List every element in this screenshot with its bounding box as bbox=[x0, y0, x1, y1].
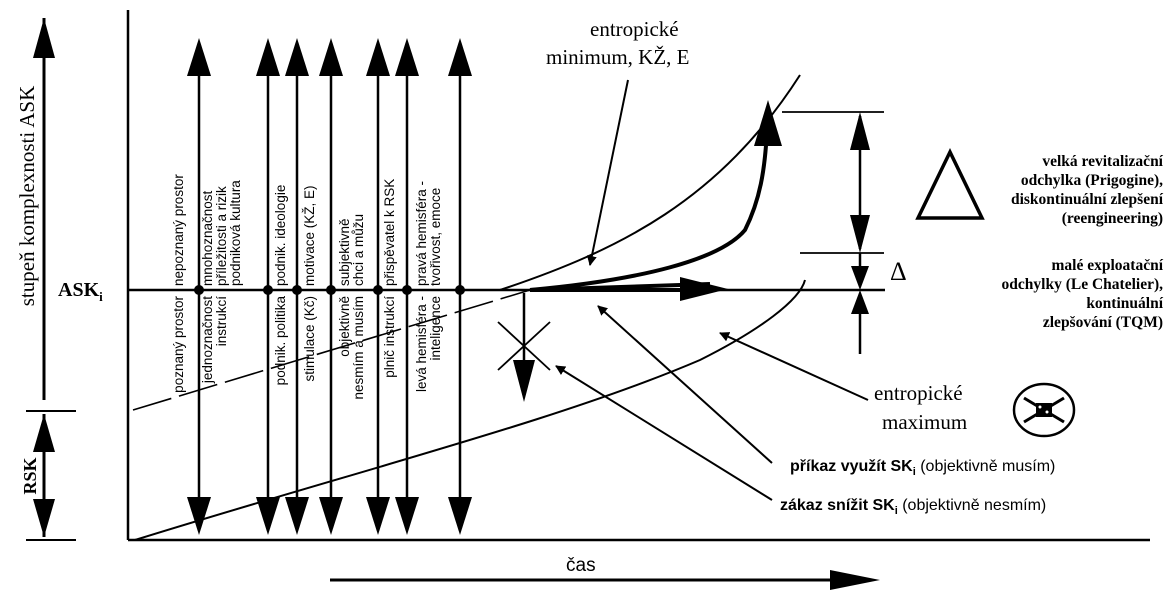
upper-curve-entropic-minimum bbox=[499, 74, 801, 291]
small-deviation-line-1: malé exploatační bbox=[1052, 257, 1164, 274]
vertical-arrowhead-up bbox=[395, 38, 419, 76]
vertical-label-upper: nepoznaný prostor bbox=[171, 174, 186, 286]
entropic-min-pointer bbox=[586, 79, 629, 266]
vertical-double-arrow bbox=[366, 38, 390, 535]
vertical-double-arrow bbox=[395, 38, 419, 535]
vertical-arrowhead-up bbox=[285, 38, 309, 76]
vertical-arrowhead-down bbox=[256, 497, 280, 535]
vertical-label-lower: stimulace (Kč) bbox=[302, 296, 317, 382]
vertical-label-lower: instrukcí bbox=[214, 296, 229, 347]
vertical-arrowhead-down bbox=[395, 497, 419, 535]
entropic-min-line1: entropické bbox=[590, 17, 679, 41]
vertical-arrows bbox=[187, 38, 472, 535]
aski-label: ASKi bbox=[58, 279, 103, 304]
intersection-dot bbox=[326, 285, 336, 295]
big-deviation-text: velká revitalizační odchylka (Prigogine)… bbox=[1011, 153, 1164, 227]
vertical-label-upper: podnik. ideologie bbox=[273, 185, 288, 286]
big-dev-arrowhead-down bbox=[850, 215, 870, 253]
vertical-double-arrow bbox=[319, 38, 343, 535]
small-delta-icon: Δ bbox=[890, 257, 907, 286]
vertical-label-lower: levá hemisféra - bbox=[414, 296, 429, 392]
vertical-arrowhead-up bbox=[448, 38, 472, 76]
forbidden-cross-b bbox=[497, 321, 551, 371]
ban-text: zákaz snížit SKi (objektivně nesmím) bbox=[780, 497, 1046, 517]
entropy-max-symbol-icon bbox=[1012, 382, 1076, 438]
intersection-dot bbox=[263, 285, 273, 295]
vertical-label-upper: podniková kultura bbox=[228, 180, 243, 286]
intersection-dot bbox=[455, 285, 465, 295]
vertical-double-arrow bbox=[285, 38, 309, 535]
ban-pointer bbox=[555, 365, 773, 501]
vertical-arrowhead-up bbox=[187, 38, 211, 76]
small-deviation-line-3: kontinuální bbox=[1086, 295, 1163, 312]
entropic-max-line1: entropické bbox=[874, 381, 963, 405]
intersection-dot bbox=[194, 285, 204, 295]
vertical-arrowhead-down bbox=[285, 497, 309, 535]
big-deviation-line-1: velká revitalizační bbox=[1042, 153, 1163, 170]
vertical-arrowhead-down bbox=[319, 497, 343, 535]
exploitation-arrowhead bbox=[680, 277, 728, 301]
revitalization-arrowhead bbox=[754, 100, 782, 146]
big-delta-icon bbox=[915, 147, 985, 220]
small-dev-arrowhead-down bbox=[851, 266, 869, 290]
vertical-label-upper: subjektivně bbox=[337, 218, 352, 286]
vertical-arrowhead-up bbox=[319, 38, 343, 76]
intersection-dot bbox=[373, 285, 383, 295]
command-pointer bbox=[597, 305, 773, 464]
big-deviation-line-4: (reengineering) bbox=[1062, 210, 1163, 227]
vertical-arrowhead-down bbox=[187, 497, 211, 535]
vertical-arrowhead-down bbox=[366, 497, 390, 535]
command-text: příkaz využít SKi (objektivně musím) bbox=[790, 458, 1055, 478]
small-deviation-text: malé exploatační odchylky (Le Chatelier)… bbox=[1002, 257, 1164, 331]
vertical-label-lower: objektivně bbox=[337, 296, 352, 357]
entropic-max-line2: maximum bbox=[882, 410, 967, 434]
vertical-label-lower: jednoznačnost bbox=[200, 296, 215, 384]
vertical-label-lower: poznaný prostor bbox=[171, 296, 186, 393]
vertical-label-upper: chci a můžu bbox=[351, 214, 366, 286]
vertical-label-lower: plnič instrukcí bbox=[382, 296, 397, 378]
vertical-arrowhead-down bbox=[448, 497, 472, 535]
vertical-arrowhead-up bbox=[256, 38, 280, 76]
vertical-label-upper: tvořivost, emoce bbox=[428, 188, 443, 286]
rsk-arrowhead-down bbox=[33, 499, 55, 537]
revitalization-arrow bbox=[529, 129, 769, 292]
big-deviation-line-2: odchylka (Prigogine), bbox=[1021, 172, 1163, 189]
vertical-label-upper: mnohoznačnost bbox=[200, 190, 215, 286]
small-deviation-line-2: odchylky (Le Chatelier), bbox=[1002, 276, 1164, 293]
vertical-label-upper: přispěvatel k RSK bbox=[382, 179, 397, 286]
vertical-label-lower: podnik. politika bbox=[273, 296, 288, 386]
vertical-double-arrow bbox=[448, 38, 472, 535]
big-deviation-line-3: diskontinuální zlepšení bbox=[1011, 191, 1164, 208]
vertical-arrowhead-up bbox=[366, 38, 390, 76]
entropic-min-line2: minimum, KŽ, E bbox=[546, 45, 690, 69]
y-axis-title: stupeň komplexnosti ASK bbox=[15, 86, 39, 307]
big-dev-arrowhead-up bbox=[850, 112, 870, 150]
x-axis-title: čas bbox=[566, 555, 596, 576]
small-deviation-line-4: zlepšování (TQM) bbox=[1043, 314, 1163, 331]
rsk-arrowhead-up bbox=[33, 414, 55, 452]
intersection-dot bbox=[292, 285, 302, 295]
vertical-double-arrow bbox=[187, 38, 211, 535]
vertical-label-lower: inteligence bbox=[428, 296, 443, 361]
vertical-label-lower: nesmím a musím bbox=[351, 296, 366, 400]
lower-curve-entropic-maximum bbox=[134, 279, 806, 541]
intersection-dot bbox=[402, 285, 412, 295]
vertical-label-upper: pravá hemisféra - bbox=[414, 181, 429, 286]
time-arrowhead bbox=[830, 570, 880, 590]
entropic-max-pointer bbox=[719, 332, 869, 401]
small-dev-arrowhead-up bbox=[851, 290, 869, 314]
vertical-label-upper: příležitosti a rizik bbox=[214, 186, 229, 286]
ask-axis-arrowhead bbox=[33, 18, 55, 58]
vertical-label-upper: motivace (KŽ, E) bbox=[302, 185, 317, 286]
decrease-arrowhead bbox=[513, 360, 535, 402]
vertical-double-arrow bbox=[256, 38, 280, 535]
vertical-labels: nepoznaný prostor poznaný prostor mnohozna… bbox=[171, 174, 443, 400]
rsk-label: RSK bbox=[20, 457, 40, 494]
